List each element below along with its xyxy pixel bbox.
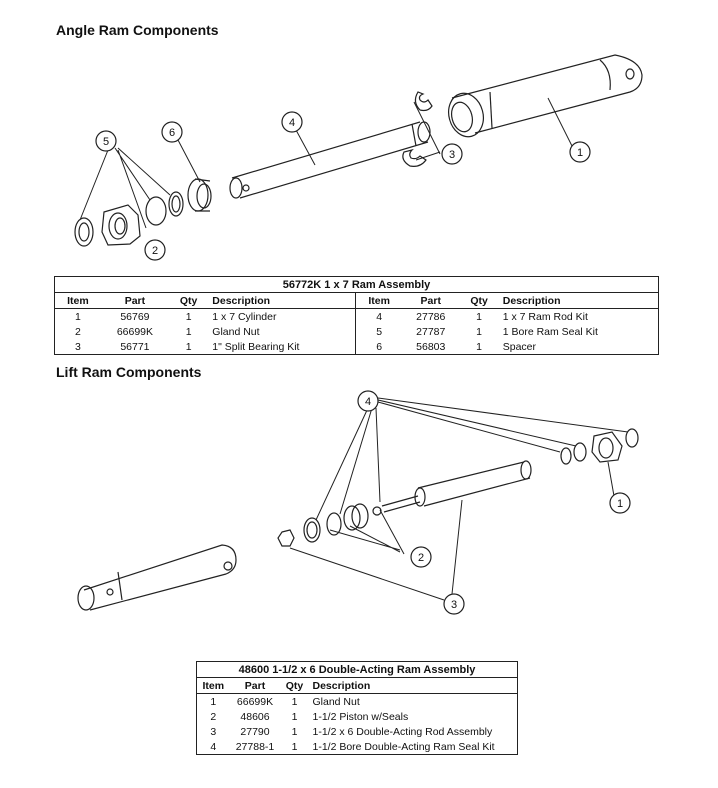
cell: 66699K (236, 695, 274, 708)
cell: 66699K (116, 325, 154, 338)
cell: 3 (75, 340, 81, 353)
split-bearing-part (402, 91, 433, 167)
cell: 4 (210, 740, 217, 753)
col-item: Item (54, 292, 101, 309)
spacer-part (187, 178, 212, 212)
table-row: 3 56771 1 1" Split Bearing Kit 6 56803 1… (55, 339, 659, 355)
lift-ram-parts-table: 48600 1-1/2 x 6 Double-Acting Ram Assemb… (196, 661, 518, 755)
cell: 1 (210, 695, 217, 708)
lift-nut-part (277, 529, 295, 547)
cell: 27787 (416, 325, 446, 338)
cylinder-part (448, 54, 643, 138)
cell: 1 (185, 310, 192, 323)
cell: 1 (185, 340, 192, 353)
angle-callout-4: 4 (289, 117, 295, 129)
table-row: 2 66699K 1 Gland Nut 5 27787 1 1 Bore Ra… (55, 324, 659, 339)
cell: 2 (210, 710, 217, 723)
col-item: Item (355, 292, 403, 309)
cell: 56769 (120, 310, 150, 323)
col-qty: Qty (280, 677, 309, 694)
col-description: Description (308, 677, 518, 694)
angle-callouts (95, 111, 591, 261)
col-item: Item (196, 677, 230, 694)
col-description: Description (498, 292, 659, 309)
cell: 1 (291, 695, 298, 708)
col-qty: Qty (459, 292, 499, 309)
angle-callout-5: 5 (103, 136, 109, 148)
cell: 1 (75, 310, 81, 323)
angle-callout-3: 3 (449, 149, 455, 161)
lift-rod-part (372, 460, 532, 516)
lift-callout-2: 2 (418, 552, 424, 564)
table-row: 1 56769 1 1 x 7 Cylinder 4 27786 1 1 x 7… (55, 308, 659, 324)
cell: 4 (355, 308, 403, 324)
cell: 1-1/2 Piston w/Seals (312, 710, 409, 723)
lift-ram-heading: Lift Ram Components (56, 364, 202, 380)
cell: Gland Nut (312, 695, 360, 708)
table-row: 1 66699K 1 Gland Nut (197, 694, 518, 710)
angle-ram-heading: Angle Ram Components (56, 22, 219, 38)
ram-rod-part (229, 121, 431, 199)
cell: 27790 (240, 725, 270, 738)
angle-callout-1: 1 (577, 147, 583, 159)
table-row: 2 48606 1 1-1/2 Piston w/Seals (197, 709, 518, 724)
cell: 2 (75, 325, 81, 338)
lift-callout-4: 4 (365, 396, 371, 408)
cell: 1 (476, 310, 482, 323)
lift-table-title: 48600 1-1/2 x 6 Double-Acting Ram Assemb… (196, 661, 518, 678)
cell: 1 x 7 Cylinder (212, 310, 277, 323)
cell: 1" Split Bearing Kit (212, 340, 300, 353)
angle-callout-6: 6 (169, 127, 175, 139)
col-part: Part (402, 292, 460, 309)
cell: 56771 (120, 340, 150, 353)
cell: 1 (291, 725, 298, 738)
cell: 1 Bore Ram Seal Kit (502, 325, 598, 338)
cell: Gland Nut (212, 325, 260, 338)
lift-callout-3: 3 (451, 599, 457, 611)
lift-gland-nut-part (560, 428, 639, 465)
lift-callouts (357, 390, 631, 615)
table-row: 4 27788-1 1 1-1/2 Bore Double-Acting Ram… (197, 739, 518, 755)
col-part: Part (229, 677, 281, 694)
lift-callout-1: 1 (617, 498, 623, 510)
cell: 48606 (240, 710, 270, 723)
cell: 1-1/2 x 6 Double-Acting Rod Assembly (312, 725, 493, 738)
angle-callout-2: 2 (152, 245, 158, 257)
col-part: Part (100, 292, 169, 309)
cell: 27788-1 (235, 740, 275, 753)
cell: 1 x 7 Ram Rod Kit (502, 310, 588, 323)
cell: 1 (291, 710, 298, 723)
seal-parts (74, 191, 184, 247)
lift-piston-part (303, 503, 369, 543)
table-row: 3 27790 1 1-1/2 x 6 Double-Acting Rod As… (197, 724, 518, 739)
cell: 1-1/2 Bore Double-Acting Ram Seal Kit (312, 740, 495, 753)
cell: 1 (476, 325, 482, 338)
angle-table-title: 56772K 1 x 7 Ram Assembly (54, 276, 659, 293)
lift-ram-drawing: 1 2 3 4 (77, 390, 639, 615)
lift-cylinder-part (77, 544, 237, 611)
cell: 27786 (416, 310, 446, 323)
cell: 5 (355, 324, 403, 339)
cell: 1 (185, 325, 192, 338)
angle-ram-drawing: 1 2 3 4 5 6 (74, 54, 643, 261)
col-qty: Qty (168, 292, 209, 309)
cell: 1 (476, 340, 482, 353)
cell: Spacer (502, 340, 537, 353)
cell: 56803 (416, 340, 446, 353)
cell: 1 (291, 740, 298, 753)
gland-nut-part (101, 204, 141, 246)
cell: 6 (355, 339, 403, 355)
cell: 3 (210, 725, 217, 738)
col-description: Description (208, 292, 356, 309)
angle-ram-parts-table: 56772K 1 x 7 Ram Assembly Item Part Qty … (54, 276, 659, 355)
